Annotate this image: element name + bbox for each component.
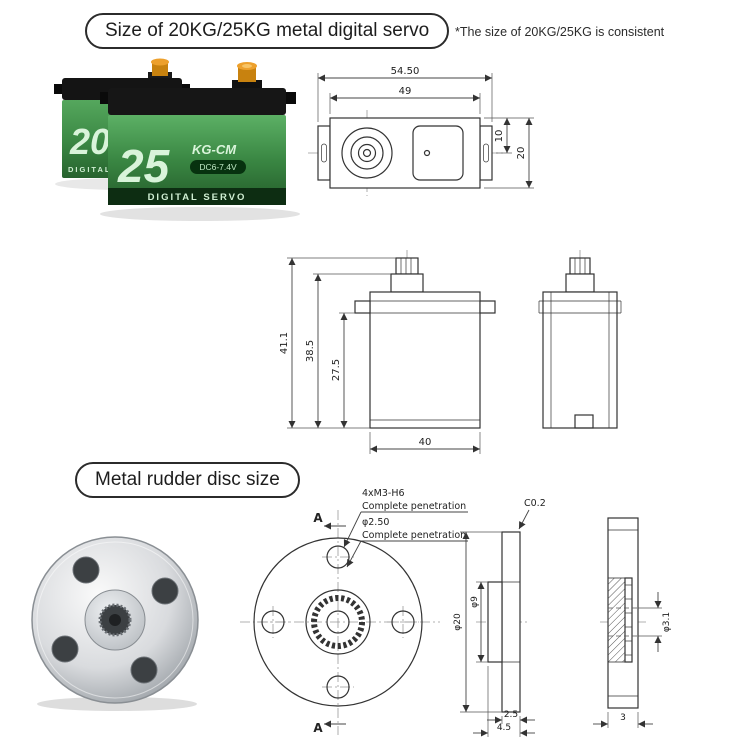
discview-bore xyxy=(326,610,350,634)
endview-collar xyxy=(565,273,595,293)
disc-center-bore xyxy=(109,614,121,626)
rudder-disc-title: Metal rudder disc size xyxy=(75,462,300,498)
sideview-left-ear xyxy=(354,300,371,314)
disc-spline-teeth xyxy=(98,603,132,637)
disc-hole xyxy=(151,577,179,605)
servo25-top-case xyxy=(108,88,286,115)
servo-product-photos: 20 KG-CM DIGITAL SERVO 25 KG-CM DC6-7.4V… xyxy=(54,58,300,221)
topview-shaft-hole xyxy=(362,148,372,158)
dim-height-collar: 38.5 xyxy=(305,340,316,362)
sideview-spline xyxy=(395,257,419,275)
section-label-top: A xyxy=(313,511,323,525)
servo25-banner-strip xyxy=(108,188,286,205)
servo25-gear-spline xyxy=(242,64,252,68)
discview-hole xyxy=(391,610,415,634)
topview-rear-block xyxy=(412,125,464,181)
sideview-right-ear xyxy=(479,300,496,314)
discview-hole xyxy=(261,610,285,634)
dim-height-total: 41.1 xyxy=(279,332,290,354)
dim-height-half: 10 xyxy=(494,130,505,143)
servo25-voltage-text: DC6-7.4V xyxy=(199,162,237,172)
leader-line xyxy=(343,511,362,548)
dim-width-body: 49 xyxy=(399,86,412,97)
topview-shaft-boss xyxy=(341,127,393,179)
servo25-unit: KG-CM xyxy=(192,142,237,157)
dim-hub-dia: φ9 xyxy=(470,596,480,608)
consistency-note: *The size of 20KG/25KG is consistent xyxy=(455,25,665,39)
spline-hatch xyxy=(607,577,626,663)
plate-hub-profile xyxy=(487,581,503,663)
dim-bore-dia: φ3.1 xyxy=(662,612,672,632)
servo20-number: 20 xyxy=(69,121,110,162)
leader-line xyxy=(346,540,362,568)
discview-hub xyxy=(305,589,371,655)
discview-spline-teeth xyxy=(311,595,365,649)
servo25-gear-base xyxy=(232,80,262,90)
endview-body xyxy=(542,291,618,429)
dim-disc-dia: φ20 xyxy=(453,613,463,631)
servo25-voltage-badge xyxy=(190,160,246,174)
servo25-number: 25 xyxy=(117,140,171,192)
servo25-output-gear xyxy=(238,66,256,82)
servo-size-title-text: Size of 20KG/25KG metal digital servo xyxy=(105,20,430,41)
topview-right-slot xyxy=(483,143,489,163)
dim-width-body: 40 xyxy=(419,437,432,448)
leader-line xyxy=(518,509,530,530)
topview-right-ear xyxy=(479,125,493,181)
spline-teeth-band xyxy=(624,577,633,663)
disc-rim-highlight xyxy=(36,541,194,699)
endview-bottom-tab xyxy=(574,414,594,429)
dim-height-total: 20 xyxy=(516,147,527,160)
label-chamfer: C0.2 xyxy=(524,498,546,509)
servo-side-view-drawing: 41.1 38.5 27.5 40 xyxy=(279,250,622,454)
disc-hole xyxy=(72,556,100,584)
servo20-output-gear xyxy=(152,62,168,76)
topview-body xyxy=(329,117,481,189)
rudder-disc-photo xyxy=(31,536,199,711)
plate-profile xyxy=(501,531,521,713)
discview-hole xyxy=(326,545,350,569)
discview-outer xyxy=(253,537,423,707)
sideview-collar xyxy=(390,273,424,293)
servo25-shadow xyxy=(100,207,300,221)
servo25-banner: DIGITAL SERVO xyxy=(148,192,247,203)
rudder-disc-title-text: Metal rudder disc size xyxy=(95,469,280,490)
label-penetration-2: Complete penetration xyxy=(362,530,466,541)
section-label-bottom: A xyxy=(313,721,323,735)
disc-shadow xyxy=(37,697,197,711)
label-hole-dia: φ2.50 xyxy=(362,517,389,528)
topview-shaft-ring xyxy=(350,136,384,170)
disc-hole xyxy=(51,635,79,663)
topview-left-ear xyxy=(317,125,331,181)
dim-total-thickness: 4.5 xyxy=(497,723,511,733)
discview-hole xyxy=(326,675,350,699)
dim-spline-width: 3 xyxy=(620,713,626,723)
topview-left-slot xyxy=(321,143,327,163)
rudder-disc-drawing: A A 4xM3-H6 Complete penetration φ2.50 C… xyxy=(240,488,672,737)
dim-plate-thickness: 2.5 xyxy=(504,710,518,720)
servo-size-title: Size of 20KG/25KG metal digital servo xyxy=(85,13,450,49)
servo20-gear-top xyxy=(151,58,169,66)
dim-width-total: 54.50 xyxy=(391,66,420,77)
sideview-body xyxy=(369,291,481,429)
servo-top-view-drawing: 54.50 49 10 20 xyxy=(308,66,534,196)
dim-height-case: 27.5 xyxy=(331,359,342,381)
topview-shaft-spline xyxy=(357,143,377,163)
topview-rear-dot xyxy=(423,149,431,157)
label-holes: 4xM3-H6 xyxy=(362,488,405,499)
label-penetration-1: Complete penetration xyxy=(362,501,466,512)
servo25-photo: 25 KG-CM DC6-7.4V DIGITAL SERVO xyxy=(100,62,296,205)
disc-hole xyxy=(130,656,158,684)
